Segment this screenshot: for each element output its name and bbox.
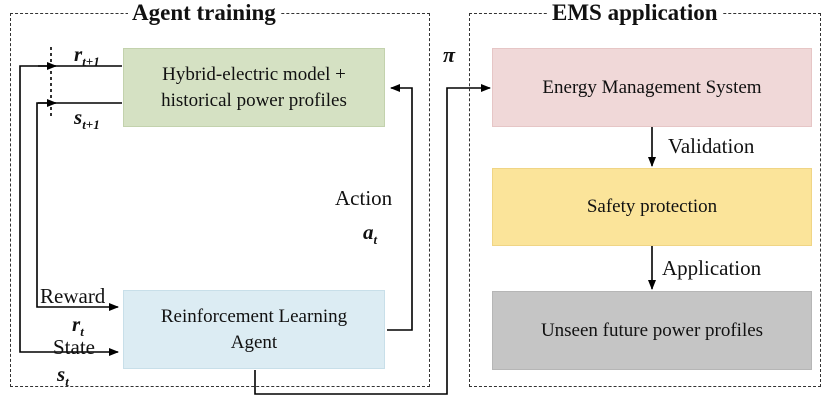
reward-next-symbol: rt+1 [74, 43, 100, 73]
unseen-profiles-box: Unseen future power profiles [492, 291, 812, 370]
reward-symbol: rt [72, 313, 84, 343]
action-symbol: at [363, 221, 377, 251]
agent-training-title: Agent training [128, 0, 280, 26]
state-next-sub: t+1 [82, 117, 100, 133]
rl-agent-line1: Reinforcement Learning [160, 305, 348, 327]
reward-next-base: r [74, 42, 83, 66]
action-symbol-base: a [363, 220, 374, 244]
state-symbol-sub: t [65, 374, 69, 390]
ems-application-title: EMS application [548, 0, 722, 26]
action-symbol-sub: t [373, 232, 378, 248]
reward-symbol-sub: t [80, 324, 84, 340]
policy-symbol: π [443, 42, 456, 67]
reward-feedback-arrow [19, 65, 122, 356]
state-label: State [53, 335, 95, 359]
action-label: Action [335, 186, 393, 210]
validation-label: Validation [668, 134, 755, 158]
safety-box: Safety protection [492, 168, 812, 246]
state-next-symbol: st+1 [74, 106, 100, 136]
hybrid-model-line2: historical power profiles [161, 89, 347, 111]
state-feedback-arrow [36, 102, 122, 311]
ems-box: Energy Management System [492, 48, 812, 127]
hybrid-model-line1: Hybrid-electric model + [162, 63, 346, 85]
state-symbol: st [57, 363, 69, 393]
action-arrow [387, 84, 413, 331]
rl-agent-line2: Agent [230, 331, 278, 353]
state-symbol-base: s [57, 362, 66, 386]
hybrid-model-box: Hybrid-electric model + historical power… [123, 48, 385, 127]
application-label: Application [662, 256, 762, 280]
reward-symbol-base: r [72, 312, 81, 336]
rl-agent-box: Reinforcement Learning Agent [123, 290, 385, 369]
state-next-base: s [74, 105, 83, 129]
reward-label: Reward [40, 284, 106, 308]
reward-next-sub: t+1 [82, 54, 100, 70]
